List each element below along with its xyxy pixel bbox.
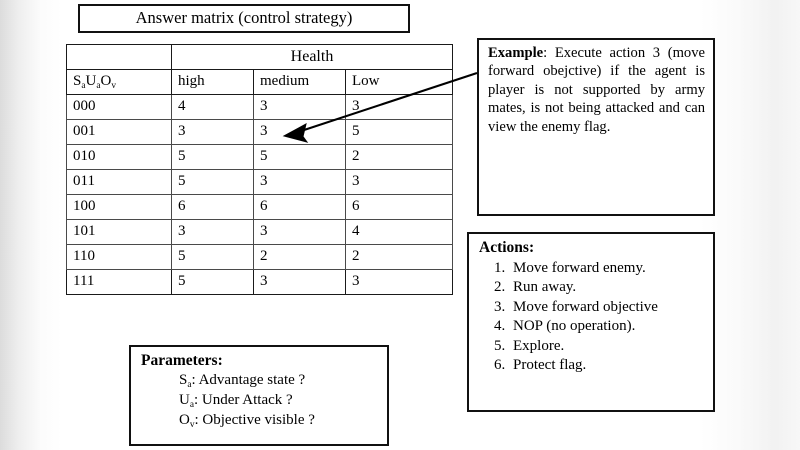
list-item: Run away. [509,278,707,298]
cell-state-011: 011 [66,169,172,195]
table-column-header-row: SaUaOv high medium Low [66,69,454,95]
cell-101-low: 4 [344,219,454,245]
parameter-subscript-a: a [187,380,192,391]
cell-011-medium: 3 [253,169,346,195]
cell-111-medium: 3 [253,269,346,295]
state-subscript-u: a [96,80,101,91]
cell-state-110: 110 [66,244,172,270]
table-row: 110 5 2 2 [66,244,454,270]
actions-label: Actions: [479,239,535,256]
cell-110-low: 2 [344,244,454,270]
parameter-symbol-u: U [179,392,190,409]
example-paragraph: Example: Execute action 3 (move forward … [488,44,705,136]
cell-111-high: 5 [171,269,254,295]
parameter-description-ov: : Objective visible ? [194,411,315,428]
cell-101-medium: 3 [253,219,346,245]
cell-010-high: 5 [171,144,254,170]
cell-state-010: 010 [66,144,172,170]
cell-000-medium: 3 [253,94,346,120]
cell-100-low: 6 [344,194,454,220]
cell-state-111: 111 [66,269,172,295]
cell-state-001: 001 [66,119,172,145]
list-item: NOP (no operation). [509,317,707,337]
cell-000-low: 3 [344,94,454,120]
state-subscript-s: a [81,80,86,91]
parameter-symbol-o: O [179,411,190,428]
state-symbol-u: U [85,73,97,89]
table-header-state: SaUaOv [66,69,172,95]
parameter-subscript-a2: a [189,400,194,411]
example-label: Example [488,45,544,61]
table-row: 011 5 3 3 [66,169,454,195]
table-header-low: Low [344,69,454,95]
page-title: Answer matrix (control strategy) [135,8,353,28]
list-item: Protect flag. [509,356,707,376]
cell-state-101: 101 [66,219,172,245]
list-item: Move forward objective [509,298,707,318]
table-row: 100 6 6 6 [66,194,454,220]
cell-000-high: 4 [171,94,254,120]
state-symbol-o: O [100,73,112,89]
cell-state-100: 100 [66,194,172,220]
cell-011-low: 3 [344,169,454,195]
table-corner-cell [66,44,172,70]
table-row: 010 5 5 2 [66,144,454,170]
cell-111-low: 3 [344,269,454,295]
parameter-row-ua: Ua: Under Attack ? [141,391,381,411]
cell-110-high: 5 [171,244,254,270]
table-row: 000 4 3 3 [66,94,454,120]
cell-101-high: 3 [171,219,254,245]
parameter-subscript-v: v [189,419,195,430]
parameter-row-ov: Ov: Objective visible ? [141,411,381,431]
example-callout-box: Example: Execute action 3 (move forward … [477,38,715,216]
parameter-description-sa: : Advantage state ? [191,372,306,389]
answer-matrix-table: Health SaUaOv high medium Low 000 4 3 3 … [66,44,454,295]
cell-001-high: 3 [171,119,254,145]
parameters-label: Parameters: [141,352,223,369]
cell-010-medium: 5 [253,144,346,170]
cell-011-high: 5 [171,169,254,195]
parameter-row-sa: Sa: Advantage state ? [141,371,381,391]
actions-callout-box: Actions: Move forward enemy. Run away. M… [467,232,715,412]
table-row: 001 3 3 5 [66,119,454,145]
table-header-high: high [171,69,254,95]
cell-001-medium: 3 [253,119,346,145]
cell-010-low: 2 [344,144,454,170]
table-row: 101 3 3 4 [66,219,454,245]
list-item: Explore. [509,337,707,357]
state-subscript-o: v [111,80,116,91]
example-separator: : [543,45,555,61]
actions-list: Move forward enemy. Run away. Move forwa… [479,259,707,376]
table-header-medium: medium [253,69,346,95]
slide-title-box: Answer matrix (control strategy) [78,4,410,33]
table-header-group-row: Health [66,44,454,70]
parameters-callout-box: Parameters: Sa: Advantage state ? Ua: Un… [129,345,389,446]
table-group-header-health: Health [170,44,454,70]
cell-state-000: 000 [66,94,172,120]
parameter-description-ua: : Under Attack ? [193,392,293,409]
cell-001-low: 5 [344,119,454,145]
cell-110-medium: 2 [253,244,346,270]
table-row: 111 5 3 3 [66,269,454,295]
list-item: Move forward enemy. [509,259,707,279]
cell-100-high: 6 [171,194,254,220]
cell-100-medium: 6 [253,194,346,220]
